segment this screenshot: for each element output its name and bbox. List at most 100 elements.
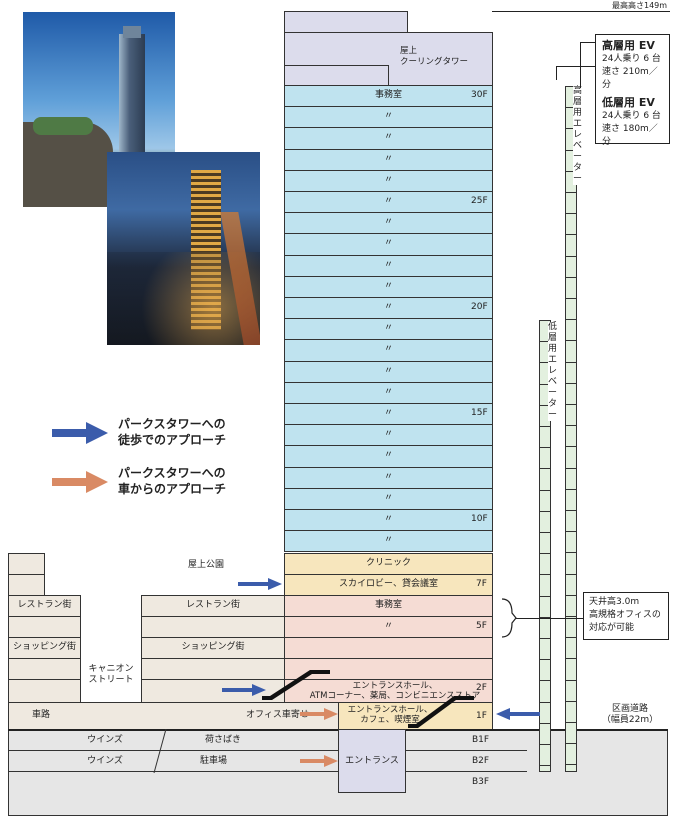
office-ditto-label: 〃 [383, 492, 393, 503]
parking-label: 駐車場 [200, 756, 228, 766]
cooling-tower-label: 屋上 クーリングタワー [400, 46, 469, 67]
tower-crown [284, 11, 408, 33]
walk-arrow-icon [52, 422, 108, 444]
tower-photo-night [107, 152, 260, 345]
elevator-cell [565, 213, 577, 236]
floor-number-label: 20F [471, 302, 488, 312]
car-arrow-icon [52, 471, 108, 493]
winds-1-label: ウインズ [87, 735, 123, 745]
loading-label: 荷さばき [205, 735, 242, 745]
elevator-cell [565, 234, 577, 257]
shopping-mid-label: ショッピング街 [181, 642, 245, 652]
ceiling-line3: 対応が可能 [589, 623, 635, 633]
elevator-cell [565, 658, 577, 681]
cooling-tower-step [284, 65, 389, 86]
elevator-cell [565, 340, 577, 363]
elevator-cell [565, 552, 577, 575]
floor-b3-label: B3F [472, 777, 490, 787]
escalator-lower-icon [408, 696, 474, 728]
car-legend-label: パークスタワーへの 車からのアプローチ [118, 466, 227, 496]
office-ditto-label: 〃 [383, 386, 393, 397]
elevator-cell [539, 744, 551, 767]
elevator-cell [539, 447, 551, 470]
elevator-cell [565, 764, 577, 772]
elevator-cell [565, 361, 577, 384]
office-ditto-label: 〃 [383, 450, 393, 461]
elevator-cell [565, 616, 577, 639]
podium-mid-4 [141, 616, 285, 638]
elevator-cell [565, 679, 577, 702]
elevator-cell [539, 616, 551, 639]
elevator-cell [539, 426, 551, 449]
escalator-upper-icon [262, 670, 330, 700]
basement-b3 [8, 771, 528, 793]
office-ditto-label: 〃 [383, 408, 393, 418]
elevator-cell [565, 404, 577, 427]
office-ditto-label: 〃 [383, 196, 393, 206]
elevator-cell [565, 637, 577, 660]
office-ditto-label: 〃 [383, 153, 393, 164]
elevator-cell [565, 382, 577, 405]
ev-callout-connector-hv [580, 42, 581, 88]
high-ev-title: 高層用 EV [602, 39, 655, 52]
restaurant-left-label: レストラン街 [17, 600, 72, 610]
office-ditto-label: 〃 [383, 111, 393, 122]
ceiling-connector [516, 618, 584, 619]
floor-2-label: 2F [476, 683, 487, 693]
district-road-label: 区画道路 （幅員22m） [601, 704, 659, 725]
ev-callout-connector-v [556, 66, 557, 80]
elevator-cell [565, 446, 577, 469]
podium-block-2 [8, 574, 45, 596]
low-ev-title: 低層用 EV [602, 96, 655, 109]
elevator-cell [565, 700, 577, 723]
office-5-ditto: 〃 [383, 621, 393, 631]
entrance-hall-1-label: エントランスホール、 カフェ、喫煙室 [347, 705, 433, 725]
shopping-left-label: ショッピング街 [12, 642, 76, 652]
basement-divider [153, 729, 167, 773]
basement-lower [8, 792, 668, 816]
elevator-cell [539, 701, 551, 724]
winds-2-label: ウインズ [87, 756, 123, 766]
ceiling-callout: 天井高3.0m 高規格オフィスの 対応が可能 [583, 592, 669, 640]
tower-photo-day [23, 12, 175, 207]
floor-b2-label: B2F [472, 756, 490, 766]
car-arrow-dropoff [300, 708, 338, 720]
elevator-cell [539, 489, 551, 512]
canyon-street-label: キャニオン ストリート [88, 664, 134, 685]
elevator-cell [539, 765, 551, 772]
podium-top-block [8, 553, 45, 575]
elevator-cell [539, 532, 551, 555]
entrance-label: エントランス [345, 756, 399, 766]
floor-number-label: 15F [471, 408, 488, 418]
max-height-line [492, 11, 670, 12]
floor-number-label: 30F [471, 90, 488, 100]
clinic-label: クリニック [365, 558, 411, 568]
rooftop-park-label: 屋上公園 [188, 560, 225, 570]
high-elevator-label: 高層用エレベーター [573, 86, 583, 185]
elevator-cell [565, 510, 577, 533]
elevator-cell [539, 468, 551, 491]
elevator-cell [565, 573, 577, 596]
skylobby-label: スカイロビー、貸会議室 [339, 579, 438, 589]
elevator-cell [565, 722, 577, 745]
podium-block-7 [8, 679, 81, 703]
elevator-cell [565, 531, 577, 554]
office-ditto-label: 〃 [383, 365, 393, 376]
office-ditto-label: 〃 [383, 132, 393, 143]
elevator-cell [565, 298, 577, 321]
floor-number-label: 25F [471, 196, 488, 206]
elevator-cell [565, 425, 577, 448]
office-ditto-label: 〃 [383, 514, 393, 524]
elevator-cell [539, 722, 551, 745]
office-ditto-label: 〃 [383, 174, 393, 185]
floor-1-label: 1F [476, 711, 487, 721]
office-ditto-label: 〃 [383, 302, 393, 312]
low-ev-capacity: 24人乗り 6 台 [602, 111, 661, 121]
office-floor [284, 530, 493, 553]
restaurant-mid-label: レストラン街 [185, 600, 240, 610]
elevator-cell [539, 595, 551, 618]
elevator-cell [565, 255, 577, 278]
high-ev-capacity: 24人乗り 6 台 [602, 54, 661, 64]
walk-arrow-skylobby [238, 578, 282, 590]
elevator-cell [539, 680, 551, 703]
